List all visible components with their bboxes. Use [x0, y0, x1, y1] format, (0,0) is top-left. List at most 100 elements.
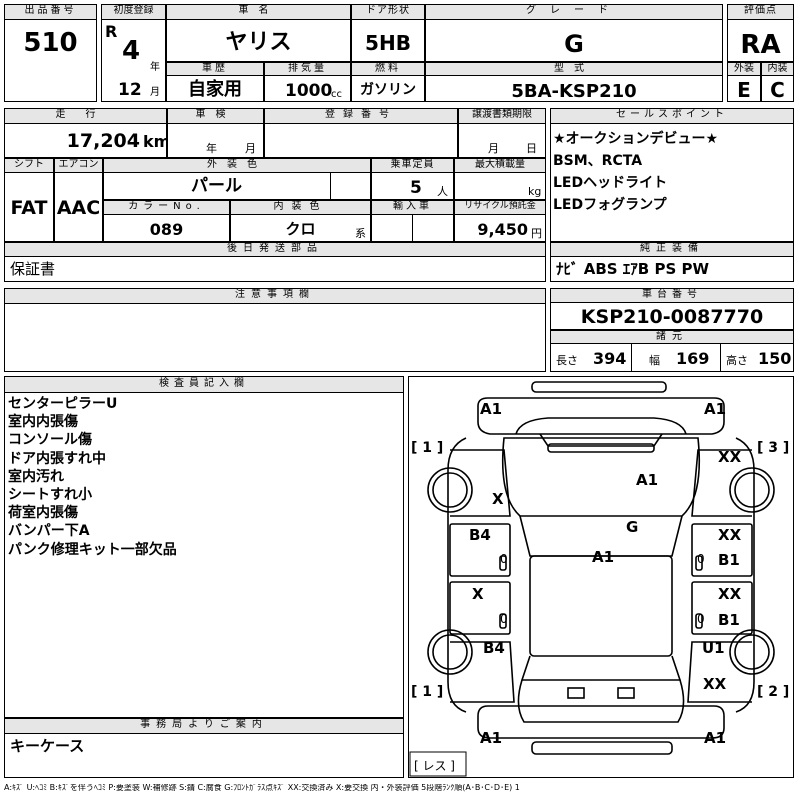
capacity-unit: 人 — [437, 185, 448, 198]
import-label: 輸入車 — [371, 200, 454, 215]
mileage-unit: km — [143, 132, 171, 151]
mark-rear-left: A1 — [480, 729, 503, 747]
mark-front-right: A1 — [704, 400, 727, 418]
interior-label: 内装 — [761, 62, 794, 76]
office-label: 事務局よりご案内 — [4, 718, 404, 734]
grade-label: グレード — [425, 4, 723, 20]
score: RA — [740, 30, 781, 60]
height-label: 高さ — [726, 354, 748, 367]
import-divider — [412, 215, 454, 242]
height: 150 — [758, 349, 792, 368]
first-reg-cell — [101, 4, 166, 102]
inspector-cell — [4, 376, 404, 718]
lot-no-label: 出品番号 — [4, 4, 97, 20]
recycle-unit: 円 — [531, 227, 542, 240]
first-reg-year: 4 — [122, 36, 141, 66]
model: 5BA-KSP210 — [511, 81, 637, 102]
recycle-label: リサイクル預託金 — [454, 200, 546, 215]
mark-step-left-2: 0 — [500, 612, 508, 626]
sales-cell — [550, 108, 794, 242]
load-unit: kg — [528, 185, 542, 198]
mark-step-left-1: 0 — [500, 552, 508, 566]
inspector-item: コンソール傷 — [8, 432, 92, 449]
sales-list: ★オークションデビュー★ BSM、RCTA LEDヘッドライト LEDフォグラン… — [553, 128, 718, 216]
tire-label-front-left: [ 1 ] — [411, 440, 444, 456]
mileage-label: 走行 — [4, 108, 167, 124]
inspector-list: センターピラーU 室内内張傷 コンソール傷 ドア内張すれ中 室内汚れ シートすれ… — [8, 395, 177, 559]
fuel-label: 燃料 — [351, 62, 425, 76]
first-reg-month-unit: 月 — [150, 87, 160, 98]
mark-rear-door-left: X — [472, 585, 484, 603]
mark-rear-right: A1 — [704, 729, 727, 747]
int-color: クロ — [285, 220, 316, 238]
width: 169 — [676, 349, 710, 368]
interior-score: C — [770, 78, 785, 102]
later-parts-label: 後日発送部品 — [4, 242, 546, 257]
tire-label-spare: [ レス ] — [414, 759, 455, 773]
transfer-label: 譲渡書類期限 — [458, 108, 546, 124]
history: 自家用 — [188, 79, 242, 100]
int-color-label: 内装色 — [230, 200, 371, 215]
fuel: ガソリン — [360, 82, 416, 98]
later-parts: 保証書 — [10, 260, 56, 278]
length-label: 長さ — [556, 354, 578, 367]
tire-label-rear-right: [ 2 ] — [757, 684, 790, 700]
sales-label: セールスポイント — [550, 108, 794, 124]
mark-front-left: A1 — [480, 400, 503, 418]
lot-no: 510 — [23, 28, 78, 58]
exterior-score: E — [737, 78, 751, 102]
inspector-item: ドア内張すれ中 — [8, 450, 106, 467]
displacement-label: 排気量 — [264, 62, 351, 76]
mark-quarter-right-1: U1 — [702, 639, 725, 657]
car-diagram — [409, 381, 775, 777]
exterior-label: 外装 — [727, 62, 761, 76]
mark-quarter-right-2: XX — [703, 675, 727, 693]
grade: G — [564, 30, 584, 58]
mileage: 17,204 — [66, 130, 140, 152]
first-reg-year-unit: 年 — [150, 62, 160, 73]
ac-label: エアコン — [54, 158, 103, 173]
ext-color-label: 外装色 — [103, 158, 371, 173]
inspector-label: 検査員記入欄 — [4, 376, 404, 393]
ext-color: パール — [191, 176, 242, 196]
first-reg-era: R — [105, 22, 118, 41]
inspector-item: パンク修理キット一部欠品 — [8, 541, 177, 558]
mark-bonnet: A1 — [636, 471, 659, 489]
equipment: ﾅﾋﾞ ABS ｴｱB PS PW — [556, 260, 710, 278]
mark-quarter-left: B4 — [483, 639, 505, 657]
first-reg-month: 12 — [118, 80, 142, 100]
int-color-unit: 系 — [355, 227, 366, 240]
inspection-month-unit: 月 — [245, 142, 256, 155]
sales-item: BSM、RCTA — [553, 153, 643, 169]
inspector-item: シートすれ小 — [8, 487, 92, 504]
mark-windshield: G — [626, 518, 639, 536]
shift-label: シフト — [4, 158, 54, 173]
chassis-no: KSP210-0087770 — [580, 306, 764, 328]
mark-rear-door-right-1: XX — [718, 585, 742, 603]
specs-label: 諸元 — [550, 330, 794, 344]
car-name-label: 車名 — [166, 4, 351, 20]
lot-no-cell — [4, 4, 97, 102]
notes-label: 注意事項欄 — [4, 288, 546, 304]
tire-label-rear-left: [ 1 ] — [411, 684, 444, 700]
displacement: 1000 — [285, 81, 333, 101]
mark-front-door-right-2: B1 — [718, 551, 740, 569]
mark-roof: A1 — [592, 548, 615, 566]
door-type: 5HB — [365, 31, 411, 55]
load-label: 最大積載量 — [454, 158, 546, 173]
ac: AAC — [56, 197, 101, 219]
color-no: 089 — [149, 220, 184, 239]
inspector-item: 室内内張傷 — [8, 414, 78, 431]
specs-divider-1 — [631, 344, 721, 372]
car-name: ヤリス — [225, 30, 292, 55]
inspection-year-unit: 年 — [206, 142, 217, 155]
transfer-day-unit: 日 — [526, 142, 537, 155]
capacity: 5 — [410, 178, 422, 198]
ext-color-divider — [330, 173, 371, 200]
legend: A:ｷｽﾞ U:ﾍｺﾐ B:ｷｽﾞを伴うﾍｺﾐ P:要塗装 W:補修跡 S:錆 … — [4, 784, 520, 792]
mark-front-door-left: B4 — [469, 526, 491, 544]
recycle: 9,450 — [477, 220, 528, 239]
history-label: 車歴 — [166, 62, 264, 76]
inspector-item: 室内汚れ — [8, 468, 64, 485]
sales-item: LEDヘッドライト — [553, 175, 668, 191]
